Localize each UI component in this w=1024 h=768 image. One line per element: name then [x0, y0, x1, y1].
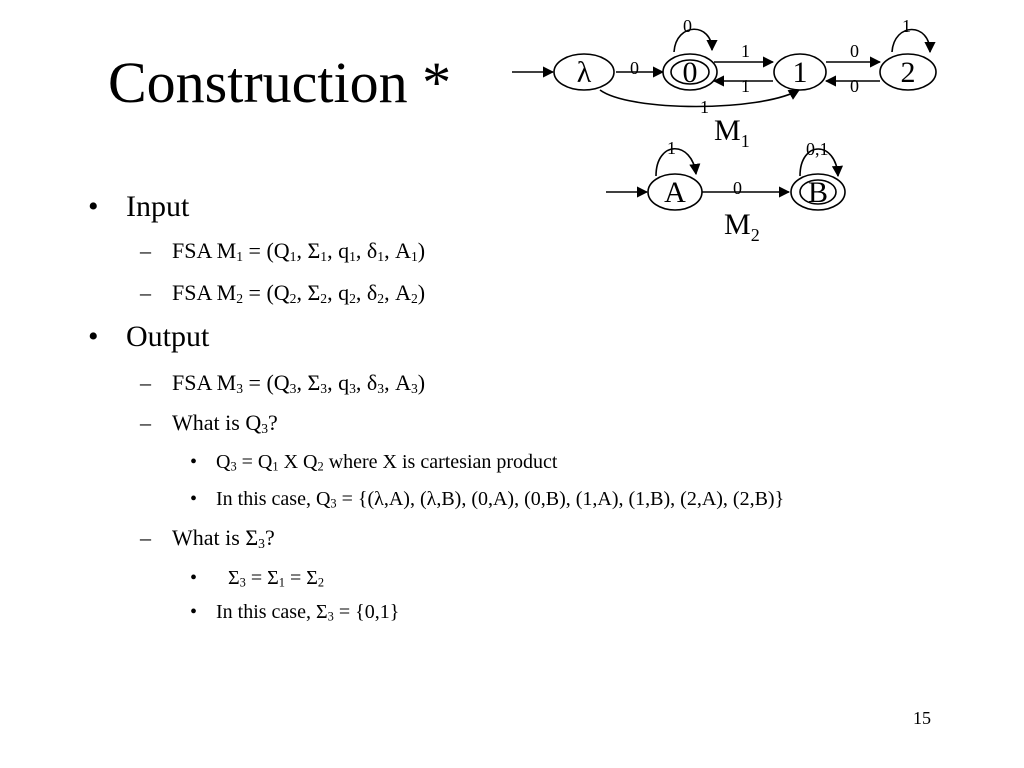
- bullet-marker: •: [88, 190, 99, 223]
- m1-loop-0: [673, 28, 718, 53]
- m1-edge-lambda-1: [599, 89, 800, 108]
- q3-case: In this case, Q3 = {(λ,A), (λ,B), (0,A),…: [216, 488, 785, 511]
- m1-edge-2-1-label: 0: [850, 76, 859, 96]
- m1-loop-2: [891, 28, 936, 54]
- sigma-case: In this case, Σ3 = {0,1}: [216, 601, 400, 624]
- m2-state-a-label: A: [664, 176, 686, 209]
- small-bullet-marker: •: [190, 601, 198, 623]
- bullet-input-label: Input: [126, 190, 190, 223]
- small-bullet-marker: •: [190, 488, 198, 510]
- m1-edge-lambda-0-label: 0: [630, 58, 639, 78]
- fsa-m3-definition: FSA M3 = (Q3, Σ3, q3, δ3, A3): [172, 370, 426, 396]
- sigma-question: What is Σ3?: [172, 525, 275, 551]
- slide-title: Construction *: [108, 50, 452, 115]
- m2-loop-b-label: 0,1: [806, 139, 829, 159]
- bullet-marker: •: [88, 320, 99, 353]
- m2-state-b-label: B: [808, 176, 828, 209]
- bullet-output-label: Output: [126, 320, 210, 353]
- m2-name: M2: [724, 208, 760, 245]
- m1-name: M1: [714, 114, 750, 151]
- q3-question: What is Q3?: [172, 410, 278, 436]
- m1-loop-0-label: 0: [683, 16, 692, 36]
- m1-state-0-accept-ring: [670, 59, 710, 85]
- m2-loop-a: [655, 148, 701, 177]
- m2-loop-b: [799, 148, 844, 178]
- dash-marker: –: [140, 410, 151, 435]
- m1-state-2: [879, 53, 937, 91]
- fsa-m1-definition: FSA M1 = (Q1, Σ1, q1, δ1, A1): [172, 238, 426, 264]
- m2-state-a: [647, 173, 703, 211]
- m2-state-b-accept-ring: [799, 179, 837, 205]
- m2-diagram: 1 0 0,1 A B M2: [606, 138, 846, 245]
- m2-edge-a-b-label: 0: [733, 178, 742, 198]
- sigma-definition: Σ3 = Σ1 = Σ2: [228, 567, 325, 590]
- m1-state-0-label: 0: [683, 56, 698, 89]
- m1-edge-1-2-label: 0: [850, 41, 859, 61]
- small-bullet-marker: •: [190, 567, 198, 589]
- m1-state-2-label: 2: [901, 56, 916, 89]
- m1-edge-1-0-label: 1: [741, 76, 750, 96]
- m1-diagram: 0 0 1 1 0 0 1 1 λ 0 1 2: [512, 16, 937, 151]
- m1-edge-0-1-label: 1: [741, 41, 750, 61]
- m1-state-1: [773, 53, 827, 91]
- dash-marker: –: [140, 370, 151, 395]
- dash-marker: –: [140, 280, 151, 305]
- page-number: 15: [913, 708, 931, 728]
- m1-state-1-label: 1: [793, 56, 808, 89]
- fsa-diagrams: 0 0 1 1 0 0 1 1 λ 0 1 2: [512, 16, 937, 245]
- m2-loop-a-label: 1: [667, 138, 676, 158]
- m1-loop-2-label: 1: [902, 16, 911, 36]
- m1-state-lambda: [553, 53, 615, 91]
- dash-marker: –: [140, 525, 151, 550]
- fsa-m2-definition: FSA M2 = (Q2, Σ2, q2, δ2, A2): [172, 280, 426, 306]
- m1-edge-lambda-1-label: 1: [700, 97, 709, 117]
- q3-definition: Q3 = Q1 X Q2 where X is cartesian produc…: [216, 451, 558, 474]
- m1-state-lambda-label: λ: [577, 56, 592, 89]
- small-bullet-marker: •: [190, 451, 198, 473]
- dash-marker: –: [140, 238, 151, 263]
